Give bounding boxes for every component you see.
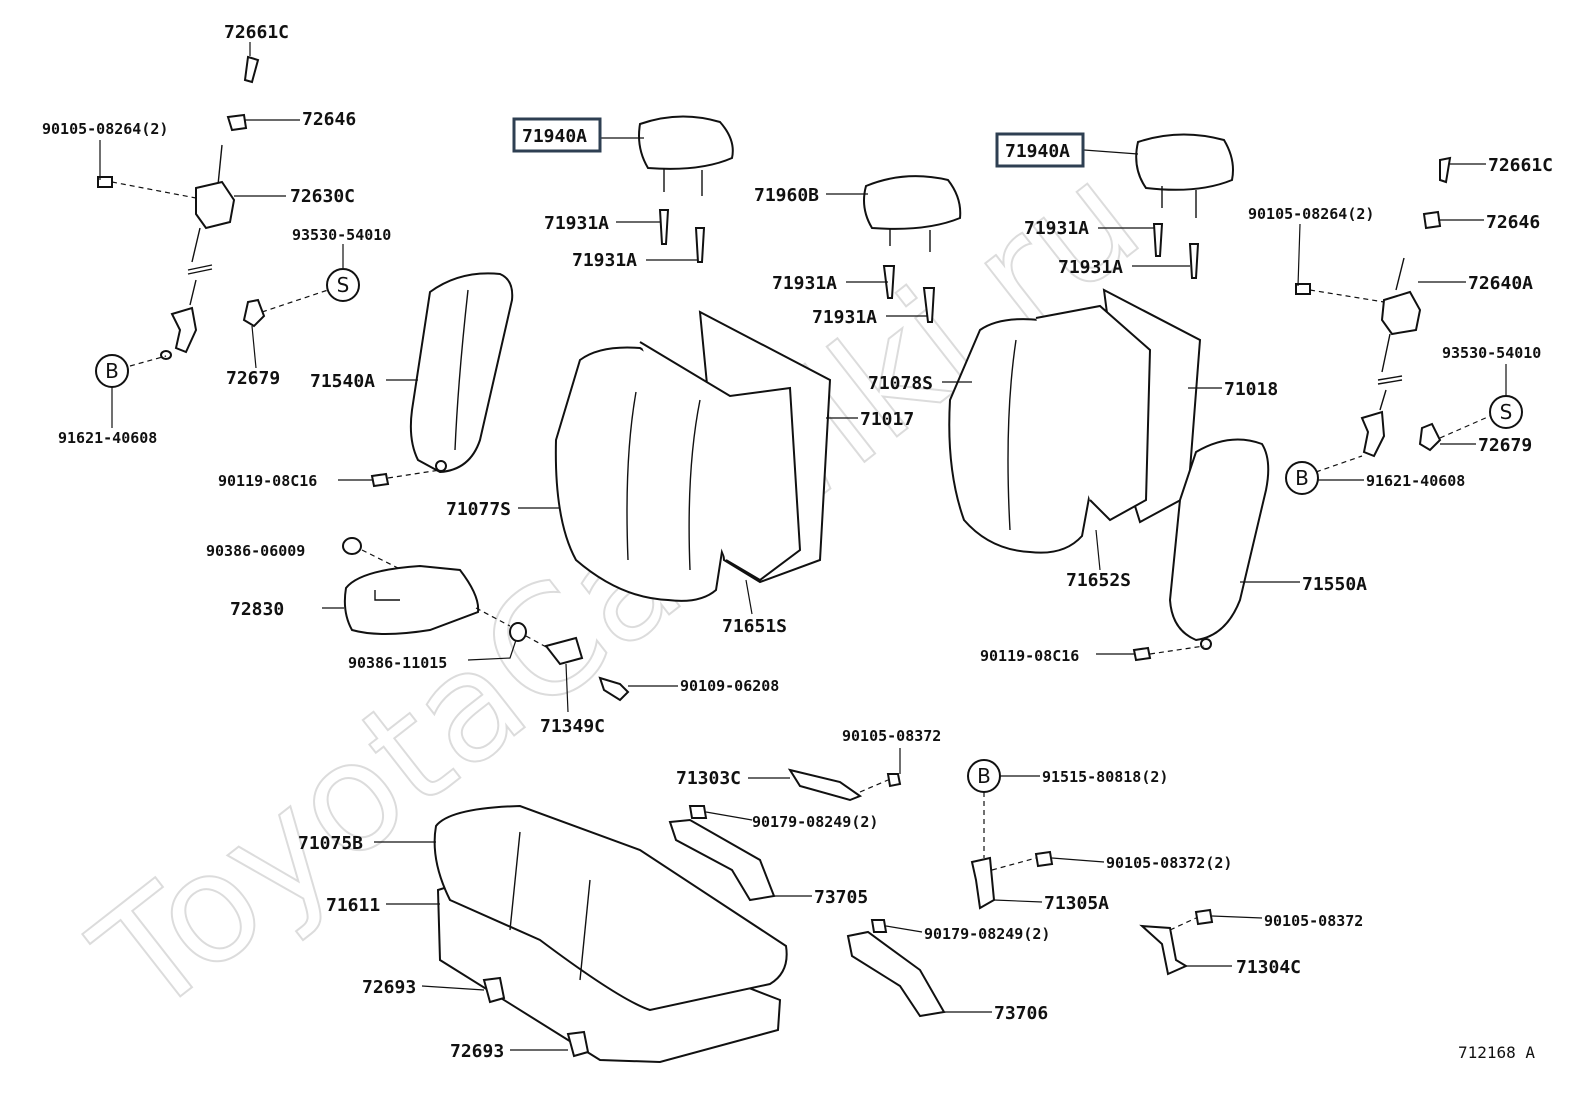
label-71652s[interactable]: 71652S [1066, 570, 1131, 591]
label-90105-08372-b[interactable]: 90105-08372(2) [1106, 854, 1232, 872]
label-71303c[interactable]: 71303C [676, 768, 741, 789]
side-bolster-71550a [1168, 438, 1270, 642]
label-91621-40608-left[interactable]: 91621-40608 [58, 429, 157, 447]
headrest-71940a-right [1135, 133, 1234, 191]
label-72679-right[interactable]: 72679 [1478, 435, 1532, 456]
part-labels: 72661C 72646 90105-08264(2) 72630C 93530… [42, 22, 1553, 1062]
callout-b-left: B [95, 354, 129, 388]
callout-s-right: S [1489, 395, 1523, 429]
label-71075b[interactable]: 71075B [298, 833, 363, 854]
label-90179-08249-b[interactable]: 90179-08249(2) [924, 925, 1050, 943]
label-71305a[interactable]: 71305A [1044, 893, 1109, 914]
side-bolster-71540a [409, 272, 514, 474]
svg-text:B: B [1295, 466, 1309, 490]
label-71931a-5[interactable]: 71931A [1024, 218, 1089, 239]
label-90386-11015[interactable]: 90386-11015 [348, 654, 447, 672]
reference-code: 712168 A [1458, 1043, 1535, 1062]
svg-text:B: B [105, 359, 119, 383]
label-90109-06208[interactable]: 90109-06208 [680, 677, 779, 695]
label-90119-08c16-left[interactable]: 90119-08C16 [218, 472, 317, 490]
label-71931a-6[interactable]: 71931A [1058, 257, 1123, 278]
highlight-box-71940a-left [512, 117, 602, 153]
label-90105-08264-left[interactable]: 90105-08264(2) [42, 120, 168, 138]
label-71550a[interactable]: 71550A [1302, 574, 1367, 595]
label-93530-54010-left[interactable]: 93530-54010 [292, 226, 391, 244]
label-93530-54010-right[interactable]: 93530-54010 [1442, 344, 1541, 362]
label-72640a[interactable]: 72640A [1468, 273, 1533, 294]
label-90105-08264-right[interactable]: 90105-08264(2) [1248, 205, 1374, 223]
label-71078s[interactable]: 71078S [868, 373, 933, 394]
label-72693-b[interactable]: 72693 [450, 1041, 504, 1062]
callout-s-left: S [326, 268, 360, 302]
svg-text:S: S [337, 273, 350, 297]
label-71611[interactable]: 71611 [326, 895, 380, 916]
label-71931a-1[interactable]: 71931A [544, 213, 609, 234]
clip-72679-right [1418, 422, 1442, 452]
label-71651s[interactable]: 71651S [722, 616, 787, 637]
callout-b-center: B [967, 759, 1001, 793]
label-71931a-2[interactable]: 71931A [572, 250, 637, 271]
headrest-71940a-left [638, 115, 734, 170]
bracket-71349c [544, 636, 584, 666]
label-90179-08249-a[interactable]: 90179-08249(2) [752, 813, 878, 831]
label-72679-left[interactable]: 72679 [226, 368, 280, 389]
clip-72693-b [566, 1030, 590, 1058]
hinge-71304c [1139, 924, 1189, 976]
label-71940a-right[interactable]: 71940A [1005, 141, 1070, 162]
highlight-box-71940a-right [995, 132, 1085, 168]
label-72830[interactable]: 72830 [230, 599, 284, 620]
svg-text:B: B [977, 764, 991, 788]
label-90105-08372-a[interactable]: 90105-08372 [842, 727, 941, 745]
label-91515-80818[interactable]: 91515-80818(2) [1042, 768, 1168, 786]
seat-cushion-71075b [433, 804, 788, 1012]
clip-72693-a [482, 976, 506, 1004]
label-73705[interactable]: 73705 [814, 887, 868, 908]
label-71940a-left[interactable]: 71940A [522, 126, 587, 147]
label-71017[interactable]: 71017 [860, 409, 914, 430]
label-71540a[interactable]: 71540A [310, 371, 375, 392]
label-71960b[interactable]: 71960B [754, 185, 819, 206]
label-71018[interactable]: 71018 [1224, 379, 1278, 400]
label-72661c-right[interactable]: 72661C [1488, 155, 1553, 176]
svg-text:S: S [1500, 400, 1513, 424]
headrest-71960b [863, 175, 962, 230]
label-72646-left[interactable]: 72646 [302, 109, 356, 130]
label-71931a-3[interactable]: 71931A [772, 273, 837, 294]
hinge-71305a [970, 856, 996, 910]
label-90119-08c16-right[interactable]: 90119-08C16 [980, 647, 1079, 665]
part-shapes [97, 55, 1452, 1064]
clip-72679-left [242, 298, 266, 328]
label-90386-06009[interactable]: 90386-06009 [206, 542, 305, 560]
seat-lock-right [1295, 156, 1452, 458]
seat-lock-left [97, 55, 260, 360]
hinge-73706 [846, 930, 946, 1018]
label-71304c[interactable]: 71304C [1236, 957, 1301, 978]
leader-lines [99, 42, 1507, 1051]
label-90105-08372-c[interactable]: 90105-08372 [1264, 912, 1363, 930]
label-72646-right[interactable]: 72646 [1486, 212, 1540, 233]
label-71349c[interactable]: 71349C [540, 716, 605, 737]
label-72630c[interactable]: 72630C [290, 186, 355, 207]
bushing-90386-06009 [342, 537, 362, 555]
callout-b-right: B [1285, 461, 1319, 495]
label-91621-40608-right[interactable]: 91621-40608 [1366, 472, 1465, 490]
hinge-71303c [787, 768, 863, 802]
label-72693-a[interactable]: 72693 [362, 977, 416, 998]
center-armrest-72830 [343, 564, 480, 635]
label-71931a-4[interactable]: 71931A [812, 307, 877, 328]
label-71077s[interactable]: 71077S [446, 499, 511, 520]
label-72661c-left[interactable]: 72661C [224, 22, 289, 43]
hinge-73705 [668, 818, 776, 902]
label-73706[interactable]: 73706 [994, 1003, 1048, 1024]
